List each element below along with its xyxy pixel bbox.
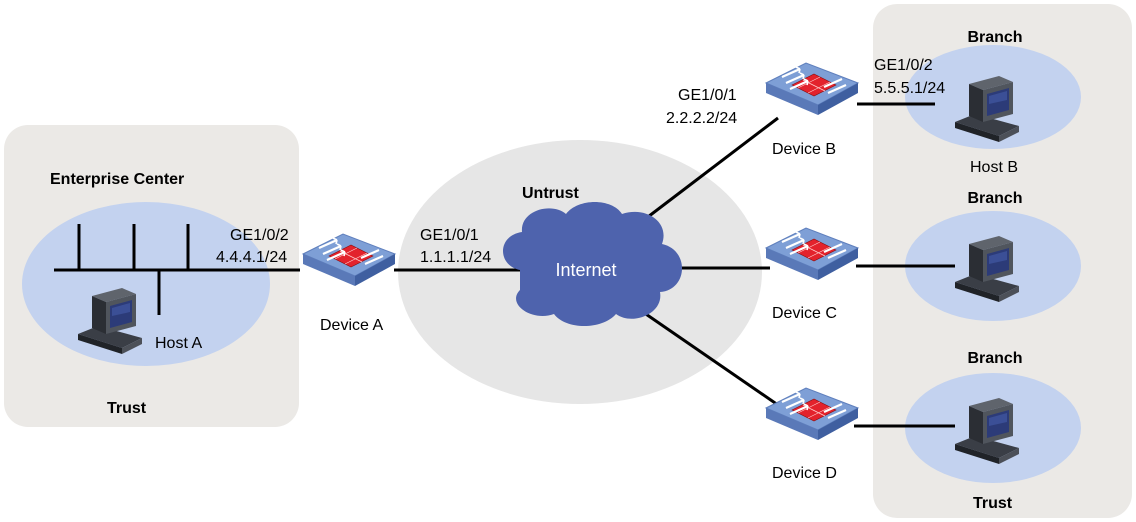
a-ge2-name: GE1/0/2 [230,227,289,244]
device-b-label: Device B [772,141,836,158]
untrust-label: Untrust [522,185,580,202]
enterprise-lan-oval [22,202,270,366]
a-ge1-ip: 1.1.1.1/24 [420,249,491,266]
lan-bus [54,224,300,315]
branch-label-3: Branch [967,350,1022,367]
device-a-label: Device A [320,317,383,334]
device-c-icon[interactable] [764,226,860,282]
b-ge2-ip: 5.5.5.1/24 [874,80,945,97]
host-b-label: Host B [970,159,1018,176]
b-ge1-name: GE1/0/1 [678,87,737,104]
device-c-label: Device C [772,305,837,322]
device-d-icon[interactable] [764,386,860,442]
branch-label-1: Branch [967,29,1022,46]
host-a-label: Host A [155,335,202,352]
internet-cloud: Internet [503,202,683,326]
branch-label-2: Branch [967,190,1022,207]
a-ge2-ip: 4.4.4.1/24 [216,249,287,266]
links [394,102,955,428]
enterprise-title: Enterprise Center [50,171,184,188]
device-d-label: Device D [772,465,837,482]
a-ge1-name: GE1/0/1 [420,227,479,244]
internet-label: Internet [555,260,616,280]
b-ge1-ip: 2.2.2.2/24 [666,110,737,127]
device-b-icon[interactable] [764,61,860,117]
link-internet-d [639,308,779,407]
trust-left-label: Trust [107,400,147,417]
device-a-icon[interactable] [301,232,397,288]
link-internet-b [635,116,779,228]
b-ge2-name: GE1/0/2 [874,57,933,74]
trust-right-label: Trust [973,495,1013,512]
